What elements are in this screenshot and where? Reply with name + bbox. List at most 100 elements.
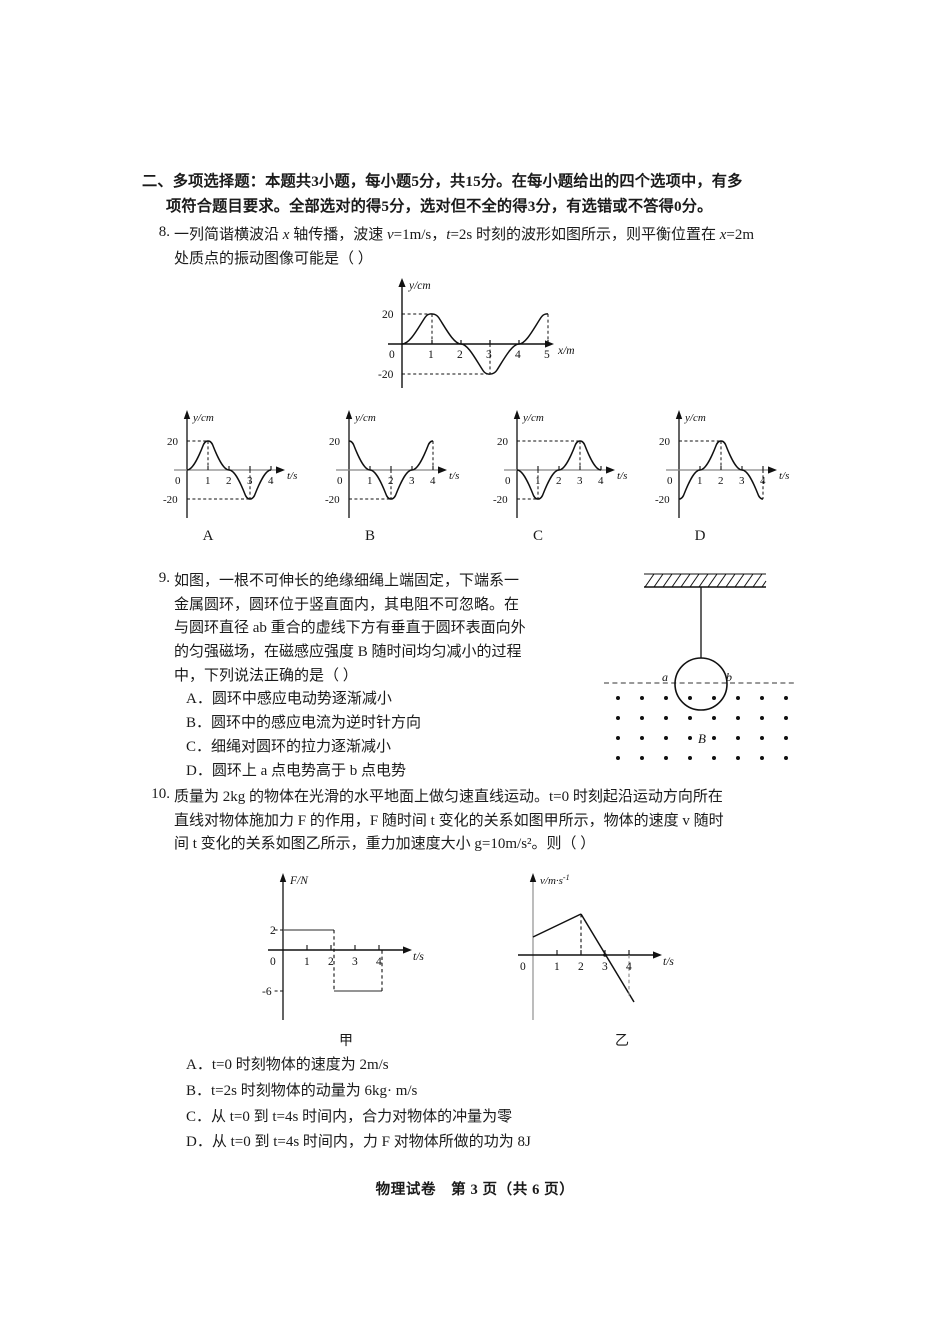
question-9-text: 如图，一根不可伸长的绝缘细绳上端固定，下端系一 金属圆环，圆环位于竖直面内，其电… [174,570,594,783]
optC-xtick-1: 1 [535,475,541,487]
optC-ytick-neg20: -20 [493,494,508,506]
vt-xtick-4: 4 [626,961,632,973]
question-8-text: 一列简谐横波沿 x 轴传播，波速 v=1m/s，t=2s 时刻的波形如图所示，则… [174,224,814,271]
question-9-number: 9. [158,570,170,586]
q9-line-4: 的匀强磁场，在磁感应强度 B 随时间均匀减小的过程 [174,644,522,661]
optC-ylabel: y/cm [522,412,544,424]
q8-line2: 处质点的振动图像可能是（ ） [174,250,373,267]
optD-ylabel: y/cm [684,412,706,424]
option-label-a: A [202,528,214,544]
field-label-B: B [698,731,706,746]
q10-line-3: 间 t 变化的关系如图乙所示，重力加速度大小 g=10m/s²。则（ ） [174,836,596,853]
ft-ytick-neg6: -6 [262,986,272,998]
wave-ytick-20: 20 [382,309,394,321]
figure-force-time-jia: F/N t/s 2 -6 0 1 2 3 4 [250,872,450,1032]
q9-option-c[interactable]: C．细绳对圆环的拉力逐渐减小 [186,738,392,755]
vt-xtick-1: 1 [554,961,560,973]
optB-xtick-4: 4 [430,475,436,487]
q8-var-t: t [446,227,451,243]
ft-origin: 0 [270,956,276,968]
q9-line-3: 与圆环直径 ab 重合的虚线下方有垂直于圆环表面向外 [174,620,526,637]
ring-label-b: b [726,670,732,684]
q8-var-x2: x [719,227,727,243]
q8-line1-b: 轴传播，波速 [289,227,387,243]
figure-ring-magnetic-field: a b B [604,568,820,768]
q9-line-2: 金属圆环，圆环位于竖直面内，其电阻不可忽略。在 [174,596,520,613]
optA-xtick-2: 2 [226,475,232,487]
wave-ytick-neg20: -20 [378,369,394,381]
optA-xlabel: t/s [287,470,297,482]
optC-origin: 0 [505,475,511,487]
ft-ytick-2: 2 [270,925,276,937]
wave-xtick-5: 5 [544,349,550,361]
optD-ytick-neg20: -20 [655,494,670,506]
optD-xlabel: t/s [779,470,789,482]
magnetic-field-dots [616,696,788,760]
optB-ylabel: y/cm [354,412,376,424]
vt-xtick-2: 2 [578,961,584,973]
ceiling-support [644,573,767,588]
metal-ring [674,657,728,711]
question-8-number: 8. [158,224,170,240]
q10-option-d[interactable]: D．从 t=0 到 t=4s 时间内，力 F 对物体所做的功为 8J [186,1134,531,1151]
optC-ytick-20: 20 [497,436,509,448]
q10-option-c[interactable]: C．从 t=0 到 t=4s 时间内，合力对物体的冲量为零 [186,1108,513,1125]
figure-option-a: y/cm t/s 20 -20 0 1 2 3 4 [160,408,310,524]
q9-option-d[interactable]: D．圆环上 a 点电势高于 b 点电势 [186,762,406,779]
q10-option-a[interactable]: A．t=0 时刻物体的速度为 2m/s [186,1057,389,1073]
figure-main-waveform: y/cm x/m 20 -20 0 1 2 3 4 5 [372,276,584,394]
vt-xlabel: t/s [663,956,674,968]
wave-xlabel: x/m [557,345,575,357]
question-10-options: A．t=0 时刻物体的速度为 2m/s B．t=2s 时刻物体的动量为 6kg·… [186,1053,746,1156]
ft-xtick-4: 4 [376,956,382,968]
optD-ytick-20: 20 [659,436,671,448]
wave-origin: 0 [389,349,395,361]
optB-ytick-20: 20 [329,436,341,448]
optD-xtick-1: 1 [697,475,703,487]
page-footer: 物理试卷 第 3 页（共 6 页） [375,1182,575,1198]
figure-option-c: y/cm t/s 20 -20 0 1 2 3 4 [490,408,640,524]
optB-xtick-2: 2 [388,475,394,487]
ft-xtick-2: 2 [328,956,334,968]
optA-ytick-neg20: -20 [163,494,178,506]
wave-xtick-4: 4 [515,349,521,361]
vt-ylabel: v/m·s-1 [540,873,570,887]
figure-velocity-time-yi: v/m·s-1 t/s 0 1 2 3 4 [500,872,710,1032]
optB-origin: 0 [337,475,343,487]
q8-line1-a: 一列简谐横波沿 [174,227,283,243]
q8-line1-d: =2s 时刻的波形如图所示，则平衡位置在 [450,227,720,243]
q9-line-1: 如图，一根不可伸长的绝缘细绳上端固定，下端系一 [174,573,520,589]
q8-line1-e: =2m [726,227,755,243]
optC-xtick-3: 3 [577,475,583,487]
option-label-c: C [532,528,543,544]
q9-option-b[interactable]: B．圆环中的感应电流为逆时针方向 [186,715,422,732]
vt-origin: 0 [520,961,526,973]
section-heading-line2: 项符合题目要求。全部选对的得5分，选对但不全的得3分，有选错或不答得0分。 [166,197,713,215]
optB-xtick-1: 1 [367,475,373,487]
optA-ytick-20: 20 [167,436,179,448]
ft-xlabel: t/s [413,951,424,963]
figure-option-b: y/cm t/s 20 -20 0 1 2 3 4 [322,408,472,524]
section-heading: 二、多项选择题：本题共3小题，每小题5分，共15分。在每小题给出的四个选项中，有… [142,170,814,219]
q8-var-v: v [386,227,394,243]
optA-ylabel: y/cm [192,412,214,424]
q8-var-x: x [282,227,290,243]
optD-origin: 0 [667,475,673,487]
optA-xtick-4: 4 [268,475,274,487]
wave-xtick-2: 2 [457,349,463,361]
ft-xtick-3: 3 [352,956,358,968]
q9-option-a[interactable]: A．圆环中感应电动势逐渐减小 [186,691,392,708]
ft-ylabel: F/N [289,875,309,887]
q10-line-1: 质量为 2kg 的物体在光滑的水平地面上做匀速直线运动。t=0 时刻起沿运动方向… [174,789,723,805]
figure-option-d: y/cm t/s 20 -20 0 1 2 3 4 [652,408,802,524]
optD-xtick-2: 2 [718,475,724,487]
optB-xlabel: t/s [449,470,459,482]
optA-xtick-1: 1 [205,475,211,487]
wave-xtick-3: 3 [486,349,492,361]
optD-xtick-3: 3 [739,475,745,487]
ft-xtick-1: 1 [304,956,310,968]
optB-ytick-neg20: -20 [325,494,340,506]
q10-option-b[interactable]: B．t=2s 时刻物体的动量为 6kg· m/s [186,1082,418,1099]
q8-line1-c: =1m/s， [393,227,447,243]
